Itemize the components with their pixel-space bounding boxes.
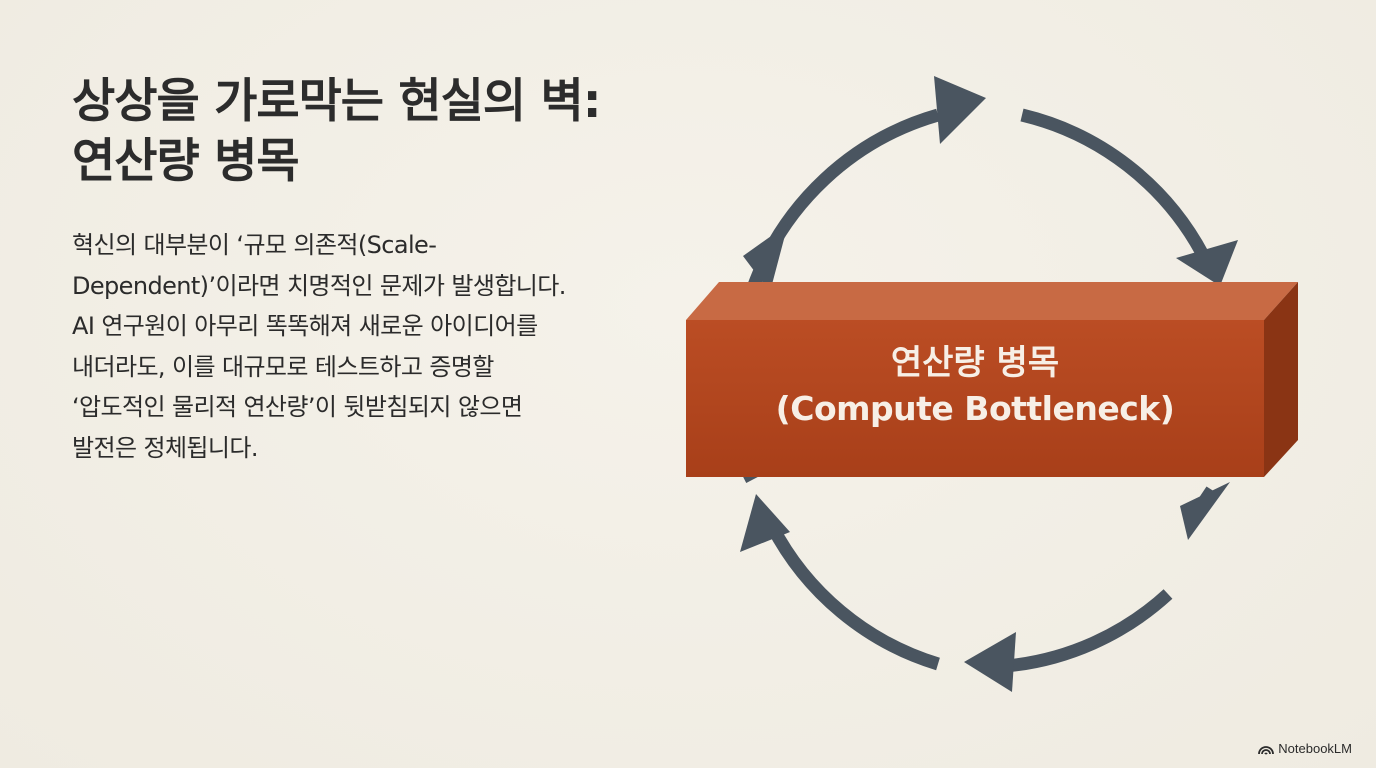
notebooklm-brand: NotebookLM bbox=[1258, 741, 1352, 756]
body-line: 발전은 정체됩니다. bbox=[72, 433, 259, 462]
arrowhead-icon bbox=[934, 76, 986, 144]
bottleneck-block bbox=[686, 282, 1298, 477]
arrowhead-icon bbox=[740, 494, 790, 552]
body-line: Dependent)’이라면 치명적인 문제가 발생합니다. bbox=[72, 271, 566, 300]
arrowhead-icon bbox=[964, 632, 1016, 692]
cycle-arc-top-right bbox=[1020, 108, 1209, 259]
arrowhead-icon bbox=[1180, 482, 1230, 540]
cycle-diagram bbox=[686, 76, 1298, 692]
block-top-face bbox=[686, 282, 1298, 320]
body-paragraph: 혁신의 대부분이 ‘규모 의존적(Scale- Dependent)’이라면 치… bbox=[72, 225, 692, 468]
cycle-arrows bbox=[741, 108, 1218, 673]
bottleneck-label-korean: 연산량 병목 bbox=[890, 343, 1060, 383]
cycle-arc-top-left bbox=[746, 108, 940, 291]
body-line: ‘압도적인 물리적 연산량’이 뒷받침되지 않으면 bbox=[72, 393, 523, 421]
block-front-face bbox=[686, 320, 1264, 477]
arrowhead-icon bbox=[1176, 240, 1238, 286]
title-line: 연산량 병목 bbox=[72, 134, 300, 189]
body-line: 내더라도, 이를 대규모로 테스트하고 증명할 bbox=[72, 352, 494, 381]
arrowhead-icon bbox=[743, 224, 788, 292]
brand-label: NotebookLM bbox=[1278, 741, 1352, 756]
slide-title: 상상을 가로막는 현실의 벽: 연산량 병목 bbox=[72, 72, 712, 192]
body-line: 혁신의 대부분이 ‘규모 의존적(Scale- bbox=[72, 231, 437, 259]
block-side-face bbox=[1264, 282, 1298, 477]
cycle-arc-bottom-left bbox=[766, 523, 940, 671]
title-line: 상상을 가로막는 현실의 벽: bbox=[72, 74, 602, 129]
bottleneck-label: 연산량 병목 (Compute Bottleneck) bbox=[686, 340, 1264, 432]
body-line: AI 연구원이 아무리 똑똑해져 새로운 아이디어를 bbox=[72, 312, 538, 340]
cycle-arc-bottom bbox=[1005, 589, 1173, 673]
bottleneck-label-english: (Compute Bottleneck) bbox=[775, 389, 1175, 428]
cycle-arrowheads bbox=[740, 76, 1238, 692]
notebooklm-logo-icon bbox=[1258, 745, 1275, 755]
